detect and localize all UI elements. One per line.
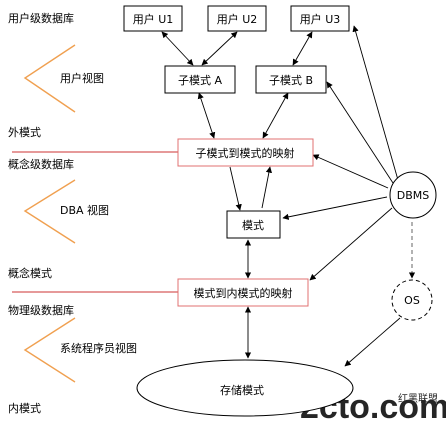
arrow-u3-subB [292,31,313,66]
svg-text:子模式 B: 子模式 B [269,74,313,87]
svg-text:模式到内模式的映射: 模式到内模式的映射 [194,286,293,300]
svg-text:用户 U2: 用户 U2 [217,12,258,26]
label-external-schema: 外模式 [8,126,41,139]
node-user2: 用户 U2 [207,5,267,32]
node-dbms: DBMS [389,171,437,219]
node-os: OS [391,279,433,321]
arrow-u2-subA [201,31,238,66]
arrow-dbms-subB [326,81,394,184]
node-schema: 模式 [226,210,281,239]
svg-text:子模式到模式的映射: 子模式到模式的映射 [196,146,295,160]
svg-text:OS: OS [404,294,420,307]
node-subA: 子模式 A [164,65,236,94]
arrow-dbms-schema [282,196,388,220]
label-sysprog-view: 系统程序员视图 [60,341,137,355]
label-internal-schema: 内模式 [8,401,41,415]
arrow-map-schema-1 [229,166,242,211]
node-user1: 用户 U1 [123,5,183,32]
svg-text:模式: 模式 [242,219,264,232]
svg-text:存储模式: 存储模式 [220,383,264,397]
label-concept-db: 概念级数据库 [8,157,74,171]
node-sub-map: 子模式到模式的映射 [177,138,314,167]
node-subB: 子模式 B [255,65,327,94]
label-concept-schema: 概念模式 [8,266,52,280]
svg-text:DBMS: DBMS [397,189,430,202]
node-user3: 用户 U3 [290,5,350,32]
svg-text:用户 U1: 用户 U1 [133,12,174,26]
user-view-chevron [23,44,76,113]
arrow-u1-subA [161,31,194,66]
arrow-subB-map [262,92,289,139]
arrow-subA-map [197,92,216,139]
label-physical-db: 物理级数据库 [8,303,74,317]
node-int-map: 模式到内模式的映射 [177,278,309,307]
dba-view-chevron [23,179,76,244]
arrow-dbms-submap [312,154,389,189]
arrow-os-storage [344,317,401,367]
sysprog-view-chevron [23,317,76,383]
label-user-view: 用户视图 [60,71,104,85]
label-dba-view: DBA 视图 [60,203,109,217]
label-user-db: 用户级数据库 [8,11,74,25]
arrow-map-schema-2 [261,166,273,209]
watermark-sub: 红黑联盟 [398,392,438,405]
arrow-dbms-u3 [352,25,399,181]
node-storage: 存储模式 [136,359,354,417]
arrow-dbms-intmap [309,207,393,281]
svg-text:用户 U3: 用户 U3 [300,12,341,26]
svg-text:子模式 A: 子模式 A [178,74,222,87]
